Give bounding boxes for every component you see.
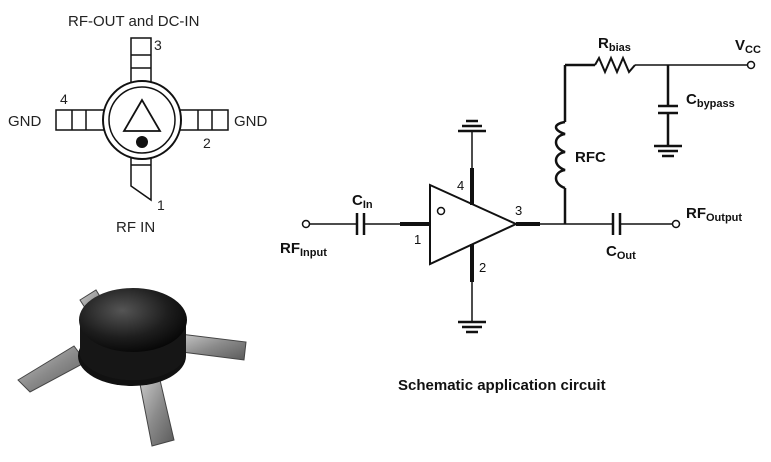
rf-output-terminal-icon [671,219,681,229]
rfc-inductor-icon [554,120,566,190]
label-rf-output: RFOutput [686,205,742,224]
pin-number-1: 1 [157,197,165,213]
amplifier-triangle-icon [122,98,162,132]
package-body-inner [108,86,176,154]
photo-lead-right [179,333,247,361]
schematic-pin-1: 1 [414,232,421,247]
label-gnd-right: GND [234,113,268,130]
pin-1-dot-icon [136,136,148,148]
rf-input-terminal-icon [301,219,311,229]
schematic-pin-3: 3 [515,203,522,218]
label-c-out: COut [606,243,636,262]
label-r-bias: Rbias [598,35,631,54]
package-top-view: RF-OUT and DC-IN 3 4 GND 2 GND 1 [8,13,268,236]
ground-bottom-icon [458,320,486,334]
label-vcc: VCC [735,37,761,56]
label-rfc: RFC [575,149,606,166]
label-gnd-left: GND [8,113,42,130]
label-rf-out-dc-in: RF-OUT and DC-IN [68,13,199,30]
photo-lead-bottom [139,379,175,447]
pin-number-3: 3 [154,37,162,53]
label-c-in: CIn [352,192,373,211]
schematic-circuit: RFInput CIn 1 4 2 3 COut [280,35,761,394]
schematic-caption: Schematic application circuit [398,377,606,394]
label-c-bypass: Cbypass [686,91,735,110]
vcc-terminal-icon [746,60,756,70]
r-bias-resistor-icon [594,55,636,75]
label-rf-in: RF IN [116,219,155,236]
amplifier-dot-icon [436,206,446,216]
lead-pin-4 [55,109,109,131]
schematic-pin-2: 2 [479,260,486,275]
package-photo [17,288,247,447]
photo-lead-left [17,345,87,393]
pin-number-2: 2 [203,135,211,151]
lead-pin-3 [130,37,152,91]
ground-bypass-icon [654,144,682,158]
schematic-pin-4: 4 [457,178,464,193]
pin-number-4: 4 [60,91,68,107]
lead-pin-2 [175,109,229,131]
label-rf-input: RFInput [280,240,327,259]
photo-body-top [79,288,187,352]
ground-top-icon [458,119,486,133]
